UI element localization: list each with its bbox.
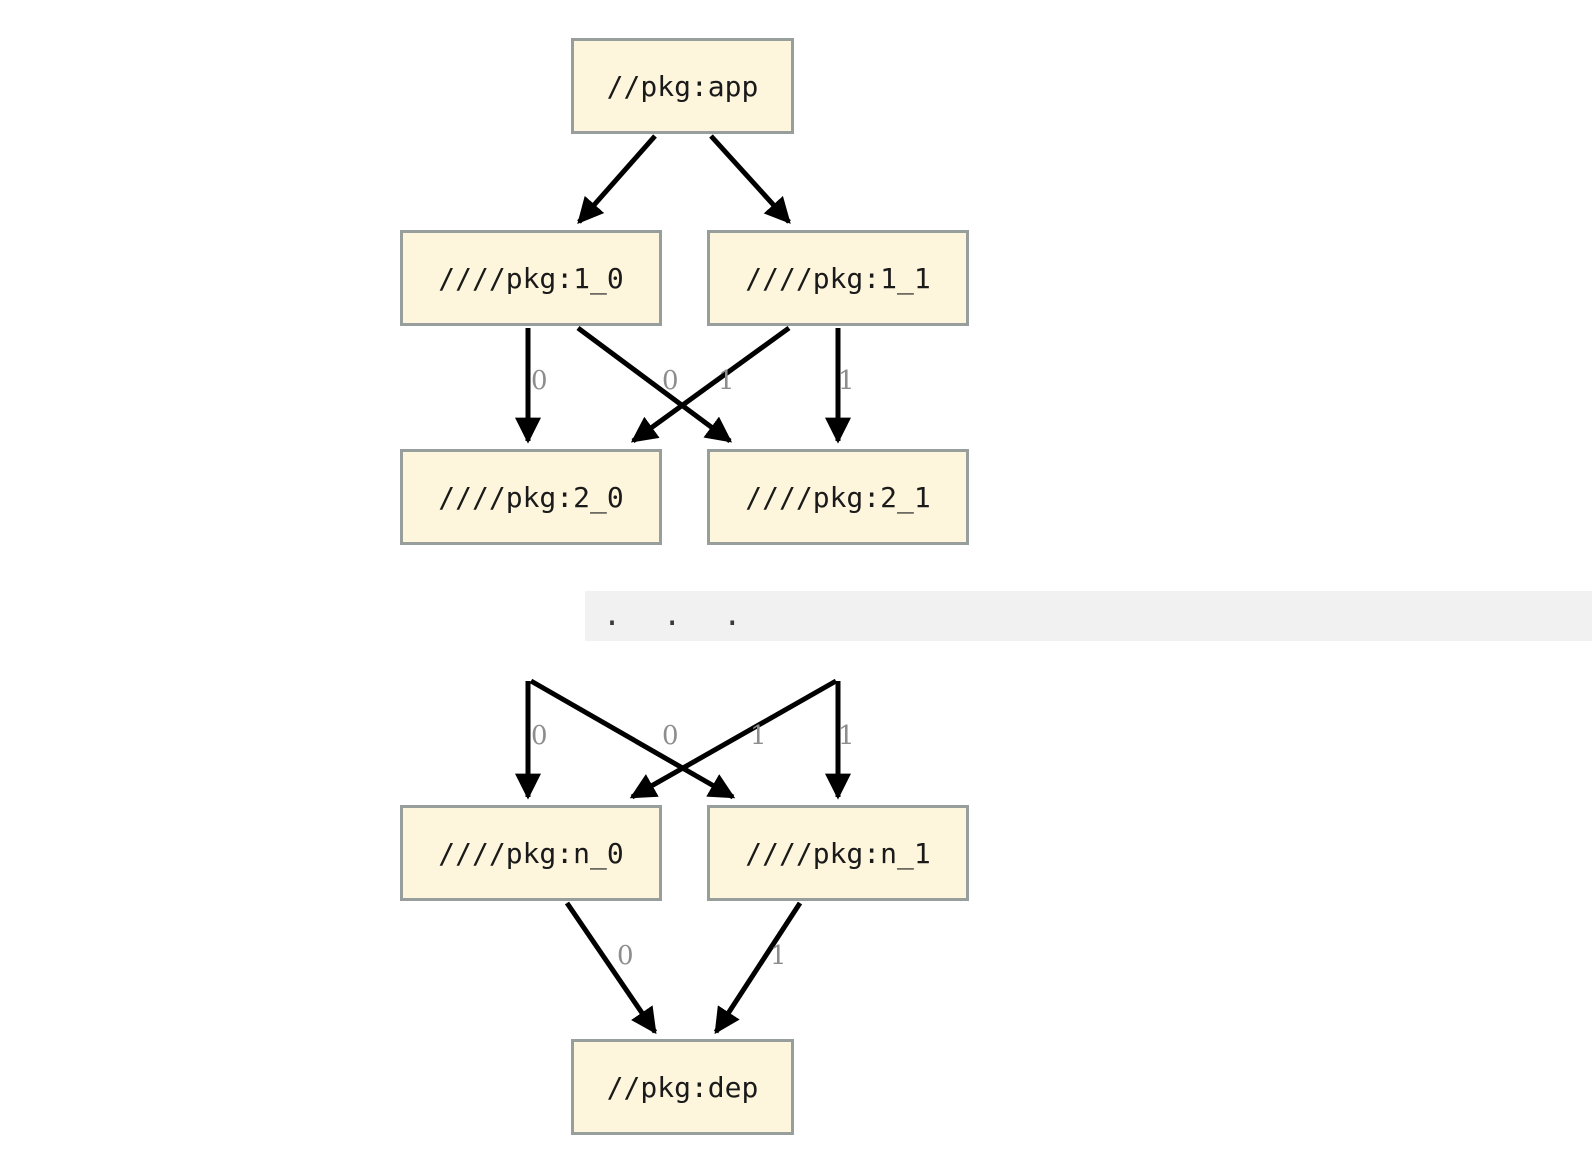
edge-label-upper-n_0-c: 1 [750,721,767,751]
edge-n_1-to-dep [713,901,803,1035]
edge-label-1_1-2_0: 1 [718,366,735,396]
edge-app-to-1_1 [709,134,791,224]
edge-label-upper-n_1-b: 0 [662,721,679,751]
edge-1_0-to-2_1 [576,325,733,444]
edge-label-upper-n_0-a: 0 [531,721,548,751]
edge-1_1-to-2_0 [630,325,791,444]
edge-label-n_1-dep: 1 [770,941,787,971]
ellipsis-separator-band: . . . [585,591,1592,641]
node-label: ////pkg:2_1 [745,480,931,514]
node-pkg-n_0[interactable]: ////pkg:n_0 [400,805,662,901]
node-label: //pkg:app [606,69,759,103]
node-label: ////pkg:1_1 [745,261,931,295]
node-pkg-n_1[interactable]: ////pkg:n_1 [707,805,969,901]
node-label: ////pkg:2_0 [438,480,624,514]
node-label: //pkg:dep [606,1070,759,1104]
edge-label-1_1-2_1: 1 [838,366,855,396]
node-pkg-1_1[interactable]: ////pkg:1_1 [707,230,969,326]
node-pkg-1_0[interactable]: ////pkg:1_0 [400,230,662,326]
node-app[interactable]: //pkg:app [571,38,794,134]
edge-label-1_0-2_1: 0 [662,366,679,396]
edge-label-1_0-2_0: 0 [531,366,548,396]
node-pkg-2_0[interactable]: ////pkg:2_0 [400,449,662,545]
node-label: ////pkg:n_0 [438,836,624,870]
edge-app-to-1_0 [577,134,657,224]
edge-upper-to-n_1 [529,678,736,800]
node-pkg-2_1[interactable]: ////pkg:2_1 [707,449,969,545]
edge-n_0-to-dep [564,901,658,1035]
edge-label-n_0-dep: 0 [617,941,634,971]
node-label: ////pkg:n_1 [745,836,931,870]
node-label: ////pkg:1_0 [438,261,624,295]
ellipsis-dots: . . . [603,598,754,633]
node-dep[interactable]: //pkg:dep [571,1039,794,1135]
edge-upper-cross-to-n_0 [629,678,838,800]
edge-label-upper-n_1-d: 1 [838,721,855,751]
